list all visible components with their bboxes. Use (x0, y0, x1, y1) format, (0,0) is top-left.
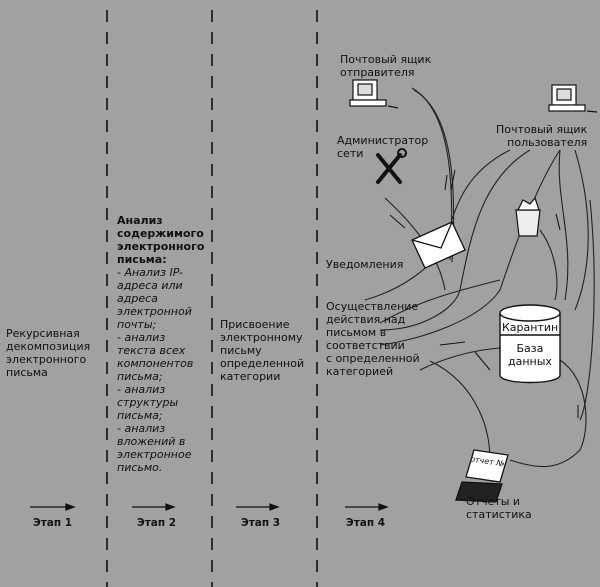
reports-label: Отчеты и статистика (466, 495, 532, 521)
stage-2-description: - Анализ IP- адреса или адреса электронн… (117, 266, 194, 474)
report-icon (455, 449, 509, 503)
database-label: База данных (508, 342, 552, 368)
computer-icon (349, 79, 399, 109)
quarantine-label: Карантин (502, 321, 559, 334)
stage-arrow (132, 503, 176, 511)
user-mailbox-label: Почтовый ящик пользователя (496, 123, 588, 149)
flow-arrows (389, 169, 579, 418)
computer-icon (548, 84, 598, 113)
stage-arrow (236, 503, 280, 511)
stage-1-description: Рекурсивная декомпозиция электронного пи… (6, 327, 91, 379)
notifications-label: Уведомления (326, 258, 404, 271)
tools-icon (376, 148, 407, 184)
sender-mailbox-label: Почтовый ящик отправителя (340, 53, 432, 79)
trash-bin-icon (515, 196, 541, 237)
stage-1-label: Этап 1 (33, 517, 73, 529)
stage-2-title: Анализ содержимого электронного письма: (117, 214, 205, 266)
stage-3-label: Этап 3 (241, 517, 281, 529)
stage-2-label: Этап 2 (137, 517, 177, 529)
stage-4-label: Этап 4 (346, 517, 386, 529)
envelope-icon (411, 221, 466, 269)
stage-4-description: Осуществление действия над письмом в соо… (326, 300, 420, 378)
database-cylinder-icon (499, 304, 561, 384)
stage-arrow (30, 503, 76, 511)
stage-3-description: Присвоение электронному письму определен… (220, 318, 305, 383)
admin-label: Администратор сети (337, 134, 429, 160)
stage-arrow (345, 503, 389, 511)
